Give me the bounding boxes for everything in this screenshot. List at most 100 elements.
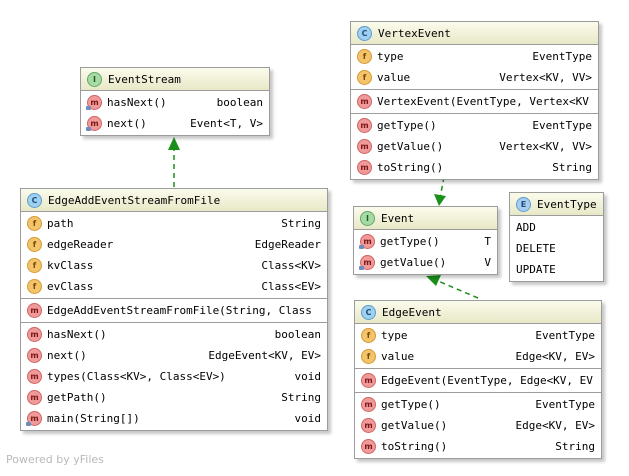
- method-type: String: [555, 440, 595, 453]
- field-row[interactable]: f edgeReader EdgeReader: [21, 234, 327, 255]
- arrow-vertexevent-to-event: [439, 176, 445, 199]
- class-header: C VertexEvent: [351, 22, 598, 45]
- field-name: edgeReader: [47, 238, 114, 251]
- enum-constant[interactable]: ADD: [510, 217, 603, 238]
- method-row[interactable]: m getType() EventType: [355, 394, 601, 415]
- field-name: type: [377, 50, 404, 63]
- method-row[interactable]: m types(Class<KV>, Class<EV>) void: [21, 366, 327, 387]
- method-type: EventType: [532, 119, 592, 132]
- field-row[interactable]: f evClass Class<EV>: [21, 276, 327, 297]
- method-icon: m: [357, 118, 372, 133]
- method-name: types(Class<KV>, Class<EV>): [47, 370, 226, 383]
- field-type: Class<EV>: [261, 280, 321, 293]
- method-type: void: [294, 370, 322, 383]
- arrowhead-edge-event: [426, 275, 441, 286]
- method-icon: m: [361, 373, 376, 388]
- class-header: C EdgeAddEventStreamFromFile: [21, 189, 327, 212]
- method-icon: m: [357, 160, 372, 175]
- class-header: E EventType: [510, 193, 603, 216]
- method-name: next(): [47, 349, 87, 362]
- method-type: EventType: [535, 398, 595, 411]
- method-icon: m: [27, 369, 42, 384]
- method-name: getValue(): [377, 140, 444, 153]
- method-icon: m: [27, 327, 42, 342]
- field-icon: f: [361, 349, 376, 364]
- class-name: EventStream: [108, 72, 181, 86]
- method-icon: m: [357, 94, 372, 109]
- class-name: VertexEvent: [378, 26, 451, 40]
- method-type: String: [281, 391, 321, 404]
- field-type: Class<KV>: [261, 259, 321, 272]
- method-name: getType(): [380, 235, 440, 248]
- method-name: getPath(): [47, 391, 107, 404]
- method-name: next(): [107, 117, 147, 130]
- class-header: I Event: [354, 207, 497, 230]
- enum-constant[interactable]: DELETE: [510, 238, 603, 259]
- method-name: getValue(): [380, 256, 447, 269]
- method-icon: m: [359, 234, 375, 249]
- enum-event-type[interactable]: E EventType ADD DELETE UPDATE: [509, 192, 604, 282]
- field-type: EdgeReader: [254, 238, 321, 251]
- arrow-edgeevent-to-event: [437, 280, 479, 299]
- method-type: V: [484, 256, 491, 269]
- arrowhead-eventstream: [168, 137, 180, 150]
- method-icon: m: [357, 139, 372, 154]
- class-icon: C: [361, 304, 376, 320]
- enum-constant[interactable]: UPDATE: [510, 259, 603, 280]
- method-name: toString(): [381, 440, 448, 453]
- method-icon: m: [361, 397, 376, 412]
- method-row[interactable]: m getType() EventType: [351, 115, 598, 136]
- method-name: getType(): [377, 119, 437, 132]
- field-icon: f: [357, 49, 372, 64]
- method-icon: m: [361, 418, 376, 433]
- method-name: getType(): [381, 398, 441, 411]
- method-type: Event<T, V>: [190, 117, 263, 130]
- field-icon: f: [27, 279, 42, 294]
- method-icon: m: [361, 439, 376, 454]
- constant-name: DELETE: [516, 242, 556, 255]
- field-icon: f: [357, 70, 372, 85]
- field-icon: f: [27, 237, 42, 252]
- constant-name: UPDATE: [516, 263, 556, 276]
- field-type: Vertex<KV, VV>: [499, 71, 592, 84]
- enum-icon: E: [516, 196, 531, 212]
- field-type: String: [281, 217, 321, 230]
- method-row[interactable]: m toString() String: [355, 436, 601, 457]
- class-name: Event: [381, 211, 415, 225]
- field-name: evClass: [47, 280, 94, 293]
